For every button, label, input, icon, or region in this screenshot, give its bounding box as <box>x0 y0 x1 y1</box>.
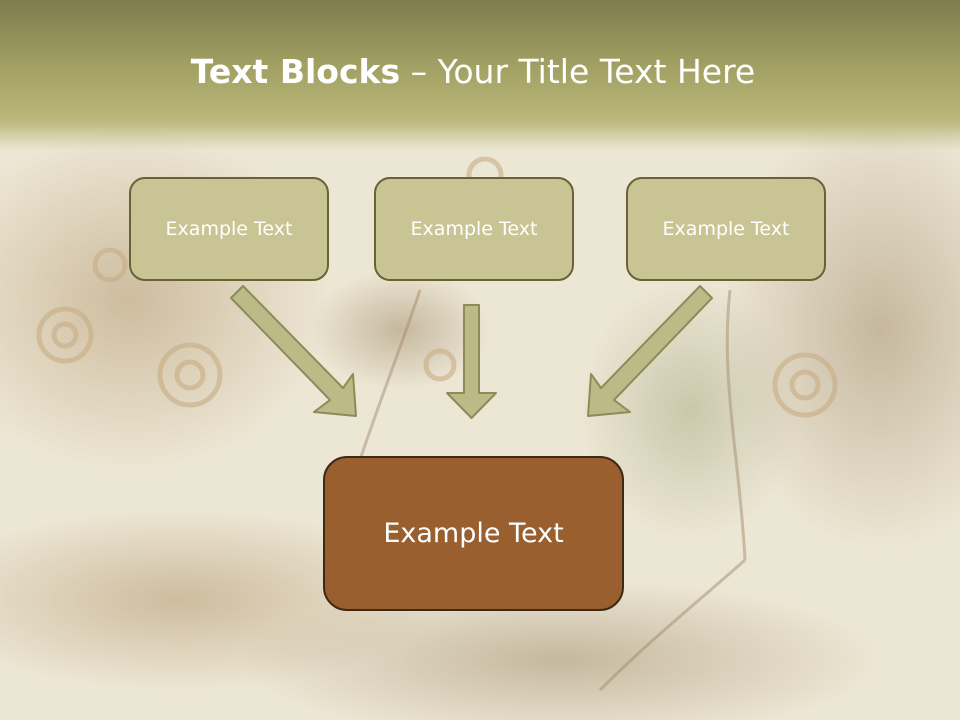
title-bar <box>0 0 960 150</box>
title-bold-part: Text Blocks <box>190 52 401 91</box>
text-block-3: Example Text <box>626 177 826 281</box>
target-text-block-label: Example Text <box>383 518 564 549</box>
text-block-2: Example Text <box>374 177 574 281</box>
center-arrow <box>446 304 497 419</box>
text-block-1: Example Text <box>129 177 329 281</box>
text-block-1-label: Example Text <box>165 218 293 240</box>
title-rest-part: – Your Title Text Here <box>400 52 756 91</box>
text-block-3-label: Example Text <box>662 218 790 240</box>
slide-title: Text Blocks – Your Title Text Here <box>0 52 946 91</box>
target-text-block: Example Text <box>323 456 624 611</box>
left-arrow <box>230 285 357 417</box>
text-block-2-label: Example Text <box>410 218 538 240</box>
right-arrow <box>587 285 713 417</box>
